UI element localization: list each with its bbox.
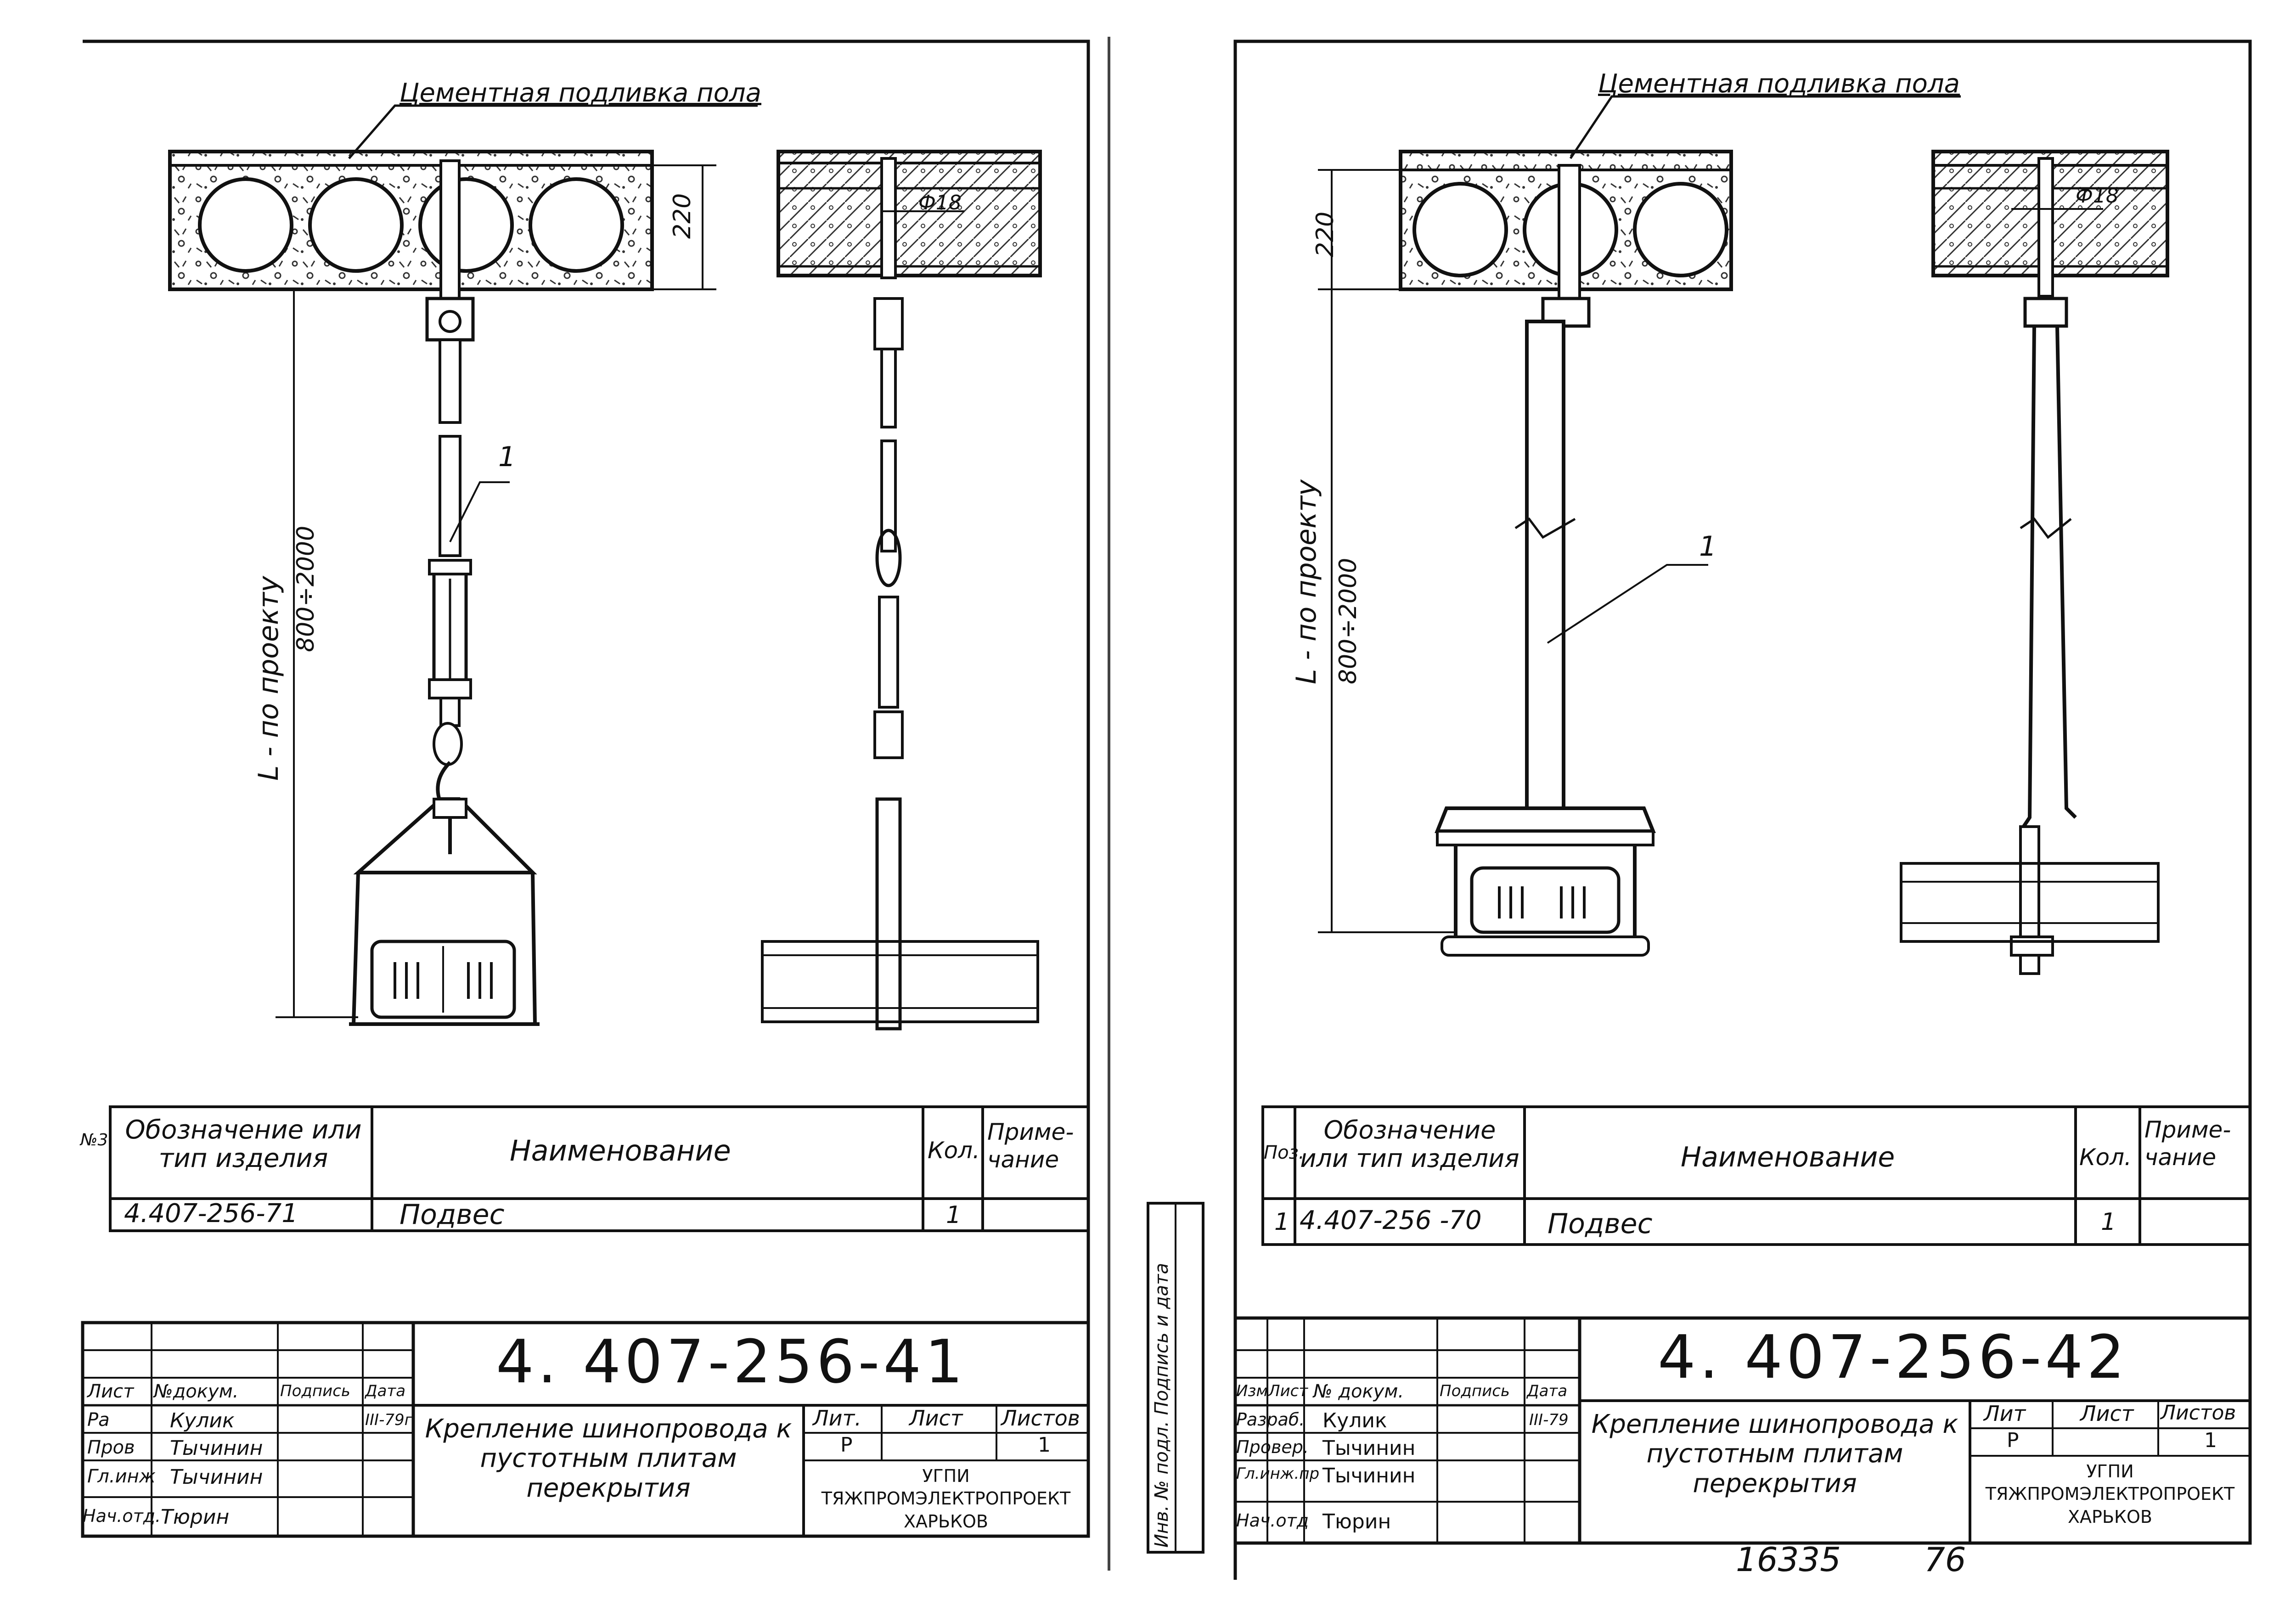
- stamp-name-0-right: Кулик: [1322, 1409, 1387, 1432]
- spec-designation-header-left: Обозначение или тип изделия: [125, 1115, 362, 1173]
- stamp-name-0-left: Кулик: [170, 1409, 235, 1432]
- spec-qty-header-left: Кол.: [928, 1137, 980, 1164]
- dim-rod-right: Ф18: [2076, 184, 2119, 208]
- dim-height-left: 220: [669, 193, 696, 239]
- page-number: 76: [1924, 1540, 1966, 1579]
- spec-pos-header-left: №3: [80, 1131, 108, 1149]
- stamp-role-0-right: Разраб.: [1236, 1409, 1305, 1430]
- spec-pos-header-right: Поз.: [1264, 1142, 1305, 1163]
- spec-name-header-right: Наименование: [1681, 1141, 1895, 1173]
- spec-note-header-left: Приме-чание: [987, 1119, 1074, 1173]
- length-label-left: L - по проекту: [253, 576, 285, 781]
- sheets-label-left: Листов: [1001, 1406, 1080, 1431]
- sheets-value-right: 1: [2204, 1429, 2217, 1452]
- org-right: УГПИ ТЯЖПРОМЭЛЕКТРОПРОЕКТ ХАРЬКОВ: [1985, 1461, 2235, 1527]
- title-right: Крепление шинопровода к пустотным плитам…: [1591, 1409, 1958, 1499]
- sheet-label-right: Лист: [2080, 1401, 2134, 1426]
- doc-code-right: 4. 407-256-42: [1658, 1322, 2128, 1392]
- stamp-role-0-left: Ра: [87, 1409, 110, 1431]
- stamp-name-2-right: Тычинин: [1322, 1464, 1416, 1487]
- sheet-label-left: Лист: [909, 1406, 963, 1431]
- spec-qty-right: 1: [2101, 1208, 2116, 1236]
- stamp-name-1-left: Тычинин: [170, 1437, 263, 1460]
- lit-value-left: Р: [840, 1433, 853, 1457]
- spec-qty-left: 1: [946, 1201, 962, 1229]
- stamp-name-3-left: Тюрин: [161, 1505, 230, 1529]
- stamp-role-3-right: Нач.отд: [1236, 1510, 1309, 1531]
- length-range-right: 800÷2000: [1334, 558, 1362, 684]
- dim-height-right: 220: [1311, 211, 1339, 257]
- spec-note-header-right: Приме-чание: [2144, 1116, 2231, 1171]
- stamp-header-3-left: Дата: [365, 1382, 406, 1400]
- spec-name-header-left: Наименование: [510, 1134, 731, 1167]
- stamp-role-1-right: Провер.: [1236, 1437, 1309, 1457]
- position-marker-right: 1: [1699, 530, 1717, 563]
- lit-label-right: Лит: [1984, 1401, 2026, 1426]
- spec-qty-header-right: Кол.: [2079, 1144, 2132, 1171]
- length-range-left: 800÷2000: [292, 525, 320, 652]
- footer-number: 16335: [1736, 1540, 1841, 1579]
- spec-pos-right: 1: [1274, 1208, 1290, 1236]
- doc-code-left: 4. 407-256-41: [496, 1327, 967, 1397]
- sheets-label-right: Листов: [2161, 1401, 2236, 1425]
- spec-designation-right: 4.407-256 -70: [1300, 1206, 1482, 1235]
- side-stamp: Инв. № подл. Подпись и дата: [1151, 1263, 1172, 1548]
- position-marker-left: 1: [498, 441, 516, 473]
- stamp-header-3-right: Подпись: [1440, 1382, 1510, 1400]
- stamp-name-2-left: Тычинин: [170, 1465, 263, 1489]
- stamp-header-0-right: Изм: [1236, 1382, 1268, 1400]
- stamp-header-2-right: № докум.: [1313, 1381, 1404, 1402]
- stamp-header-0-left: Лист: [87, 1381, 134, 1402]
- length-label-right: L - по проекту: [1290, 479, 1322, 684]
- stamp-header-1-left: №докум.: [154, 1381, 239, 1402]
- stamp-header-1-right: Лист: [1268, 1382, 1308, 1400]
- stamp-date-0-left: III-79г: [365, 1411, 413, 1429]
- spec-designation-left: 4.407-256-71: [124, 1199, 298, 1228]
- spec-name-right: Подвес: [1548, 1208, 1653, 1240]
- sheets-value-left: 1: [1038, 1433, 1051, 1457]
- stamp-header-4-right: Дата: [1527, 1382, 1568, 1400]
- stamp-role-2-right: Гл.инж.пр: [1236, 1465, 1320, 1483]
- stamp-name-1-right: Тычинин: [1322, 1437, 1416, 1460]
- stamp-role-2-left: Гл.инж: [87, 1466, 156, 1487]
- dim-rod-left: Ф18: [918, 191, 962, 214]
- lit-value-right: Р: [2007, 1429, 2019, 1452]
- stamp-role-1-left: Пров: [87, 1437, 135, 1458]
- spec-name-left: Подвес: [400, 1199, 505, 1231]
- floor-label-left: Цементная подливка пола: [400, 78, 761, 108]
- stamp-role-3-left: Нач.отд.: [83, 1506, 161, 1526]
- floor-label-right: Цементная подливка пола: [1598, 69, 1960, 99]
- stamp-header-2-left: Подпись: [280, 1382, 350, 1400]
- org-left: УГПИ ТЯЖПРОМЭЛЕКТРОПРОЕКТ ХАРЬКОВ: [821, 1466, 1071, 1532]
- stamp-name-3-right: Тюрин: [1322, 1510, 1391, 1533]
- title-left: Крепление шинопровода к пустотным плитам…: [425, 1414, 792, 1503]
- stamp-date-0-right: III-79: [1529, 1411, 1569, 1429]
- lit-label-left: Лит.: [813, 1406, 861, 1431]
- spec-designation-header-right: Обозначение или тип изделия: [1300, 1115, 1519, 1173]
